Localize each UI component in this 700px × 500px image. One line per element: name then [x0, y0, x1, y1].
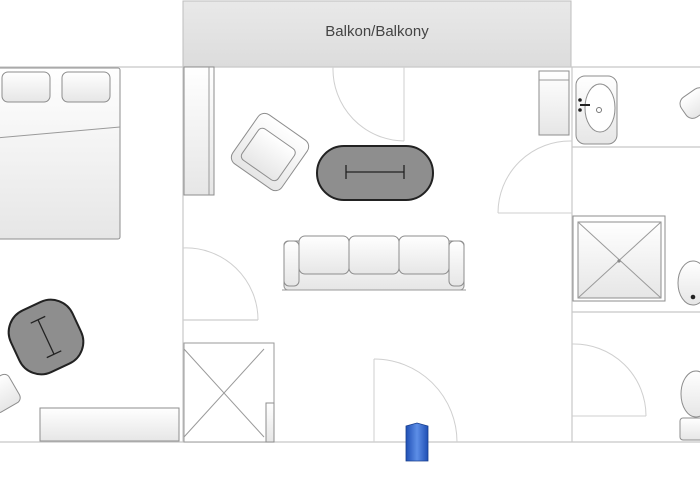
bathroom-toilet-top: [679, 87, 700, 119]
balcony: Balkon/Balkony: [182, 0, 572, 68]
living-cabinet: [183, 66, 215, 196]
shower: [572, 215, 666, 302]
living-cabinet-right: [538, 70, 570, 136]
living-armchair: [230, 112, 310, 192]
wc-toilet: [679, 370, 700, 441]
bedroom-armchair: [7, 298, 85, 376]
coffee-table: [316, 145, 434, 201]
sofa: [282, 235, 466, 291]
entrance-marker-icon: [405, 422, 429, 462]
double-bed: [0, 67, 121, 240]
bathroom-sink: [575, 75, 618, 145]
door-swings: [182, 66, 647, 443]
entrance-cupboard: [183, 342, 275, 443]
balcony-label: Balkon/Balkony: [325, 23, 429, 40]
bedroom-dresser: [39, 407, 180, 442]
bathroom-sink-small: [677, 260, 700, 306]
bedroom-chair-partial: [0, 373, 21, 414]
